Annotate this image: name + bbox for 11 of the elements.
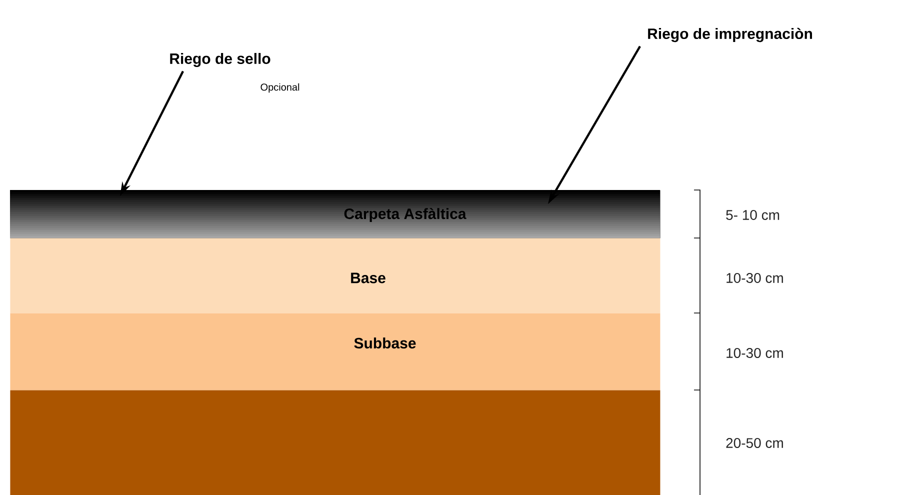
layer-band: Subbase [10, 313, 660, 390]
dimension-label: 10-30 cm [726, 273, 783, 283]
leader-text: Riego de impregnaciòn [648, 28, 812, 42]
leader-text: Riego de sello [170, 52, 270, 68]
dimension-label: 10-30 cm [726, 348, 783, 358]
dimension-label: 20-50 cm [726, 438, 783, 448]
layer-band [10, 390, 660, 495]
layer-band: Carpeta Asfàltica [10, 190, 660, 238]
note-text: Opcional [260, 83, 300, 93]
layer-band: Base [10, 238, 660, 314]
dimension-label: 5- 10 cm [726, 210, 780, 220]
